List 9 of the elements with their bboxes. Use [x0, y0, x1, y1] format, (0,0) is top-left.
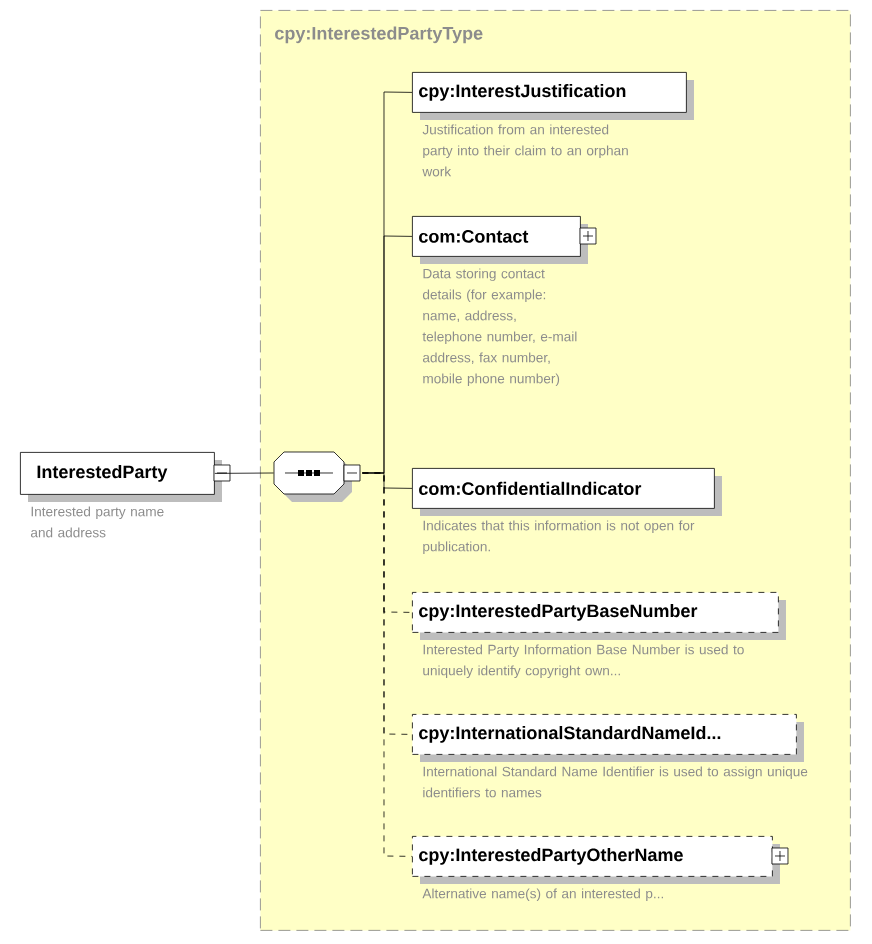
connector-line [362, 472, 413, 489]
element-box: com:ConfidentialIndicator [412, 468, 722, 516]
connector-line [214, 472, 274, 474]
element-box: cpy:InterestedPartyBaseNumber [412, 592, 786, 640]
element-box: cpy:InternationalStandardNameId... [412, 714, 804, 762]
element-box: cpy:InterestJustification [412, 72, 694, 120]
element-box: InterestedParty [20, 452, 222, 502]
element-box: cpy:InterestedPartyOtherName [412, 836, 780, 884]
connector-line [362, 472, 413, 857]
